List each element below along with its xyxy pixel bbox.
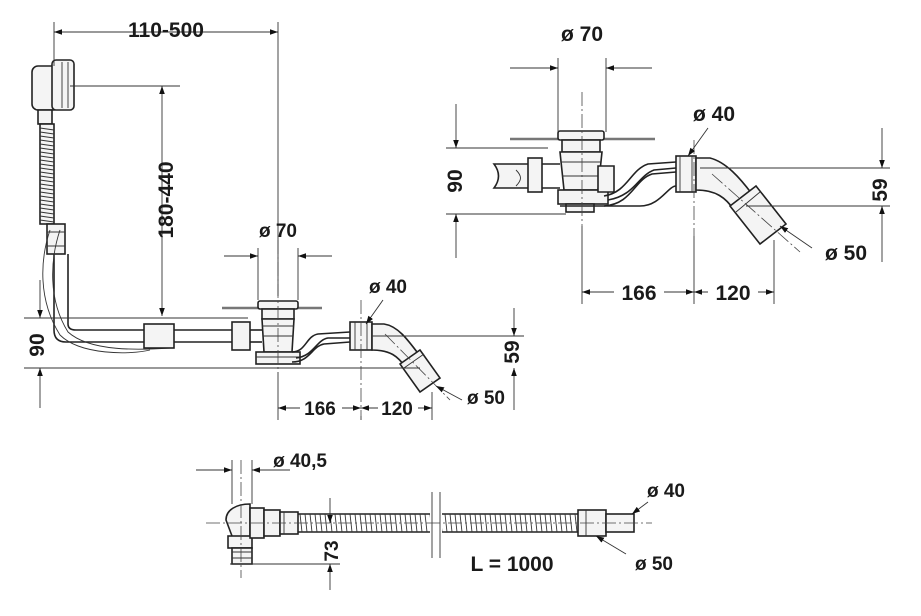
dim-main-dia-40: ø 40 (365, 277, 407, 325)
dim-main-dia-70: ø 70 (224, 221, 332, 300)
dim-main-dia-50: ø 50 (435, 385, 505, 409)
connecting-pipe (291, 331, 351, 363)
dim-side-h-59: 59 (700, 128, 892, 262)
dim-side-dia-50: ø 50 (779, 225, 867, 265)
overflow-head (31, 59, 75, 125)
waste-side-view: ø 70 ø 40 ø 50 90 59 (444, 23, 892, 305)
dim-side-horizontal: 166 120 (581, 226, 775, 305)
svg-text:166: 166 (621, 282, 656, 305)
hose-view: ø 40,5 73 L = 1000 ø 40 ø 50 (196, 451, 685, 590)
dim-hose-dia-405: ø 40,5 (196, 451, 327, 504)
svg-text:90: 90 (444, 169, 467, 192)
svg-text:ø 70: ø 70 (561, 23, 603, 46)
dim-width-range: 110-500 (53, 19, 279, 296)
dim-side-h-90: 90 (444, 104, 566, 258)
outlet-elbow (349, 321, 442, 394)
overflow-hose (39, 123, 171, 354)
horizontal-pipe (143, 321, 262, 351)
angle-centerline (384, 333, 451, 401)
svg-text:ø 50: ø 50 (467, 388, 505, 409)
svg-text:ø 70: ø 70 (259, 221, 297, 242)
side-stub-pipe (492, 157, 560, 193)
svg-text:180-440: 180-440 (155, 161, 178, 238)
svg-text:90: 90 (26, 333, 49, 356)
svg-text:110-500: 110-500 (128, 19, 204, 42)
svg-text:ø 40: ø 40 (369, 277, 407, 298)
svg-text:ø 50: ø 50 (825, 242, 867, 265)
dim-main-h-59: 59 (372, 308, 524, 410)
svg-text:120: 120 (715, 282, 750, 305)
dim-hose-dia-40: ø 40 (631, 481, 685, 515)
svg-text:ø 40,5: ø 40,5 (273, 451, 327, 472)
svg-text:59: 59 (869, 178, 892, 201)
dim-hose-h-73: 73 (230, 498, 343, 590)
side-connecting-pipe (560, 161, 677, 207)
svg-text:ø 50: ø 50 (635, 554, 673, 575)
dim-side-dia-70: ø 70 (510, 23, 652, 132)
svg-text:ø 40: ø 40 (647, 481, 685, 502)
hose-break-mark (430, 492, 442, 558)
dim-main-h-90: 90 (24, 280, 420, 408)
side-outlet-elbow (675, 155, 788, 246)
dim-hose-dia-50: ø 50 (595, 535, 673, 575)
side-angle-centerline (711, 173, 801, 253)
svg-text:59: 59 (501, 340, 524, 363)
dim-hose-length: L = 1000 (470, 553, 553, 576)
svg-text:120: 120 (381, 399, 413, 420)
dim-side-dia-40: ø 40 (687, 103, 735, 157)
main-assembly-view: 110-500 180-440 ø 70 ø 40 ø 50 (24, 19, 524, 420)
svg-text:73: 73 (322, 540, 343, 561)
hose-elbow (225, 503, 299, 565)
dim-main-horizontal: 166 120 (277, 372, 433, 420)
dim-height-range: 180-440 (70, 85, 180, 316)
side-drain (510, 130, 655, 213)
svg-text:ø 40: ø 40 (693, 103, 735, 126)
svg-text:166: 166 (304, 399, 336, 420)
